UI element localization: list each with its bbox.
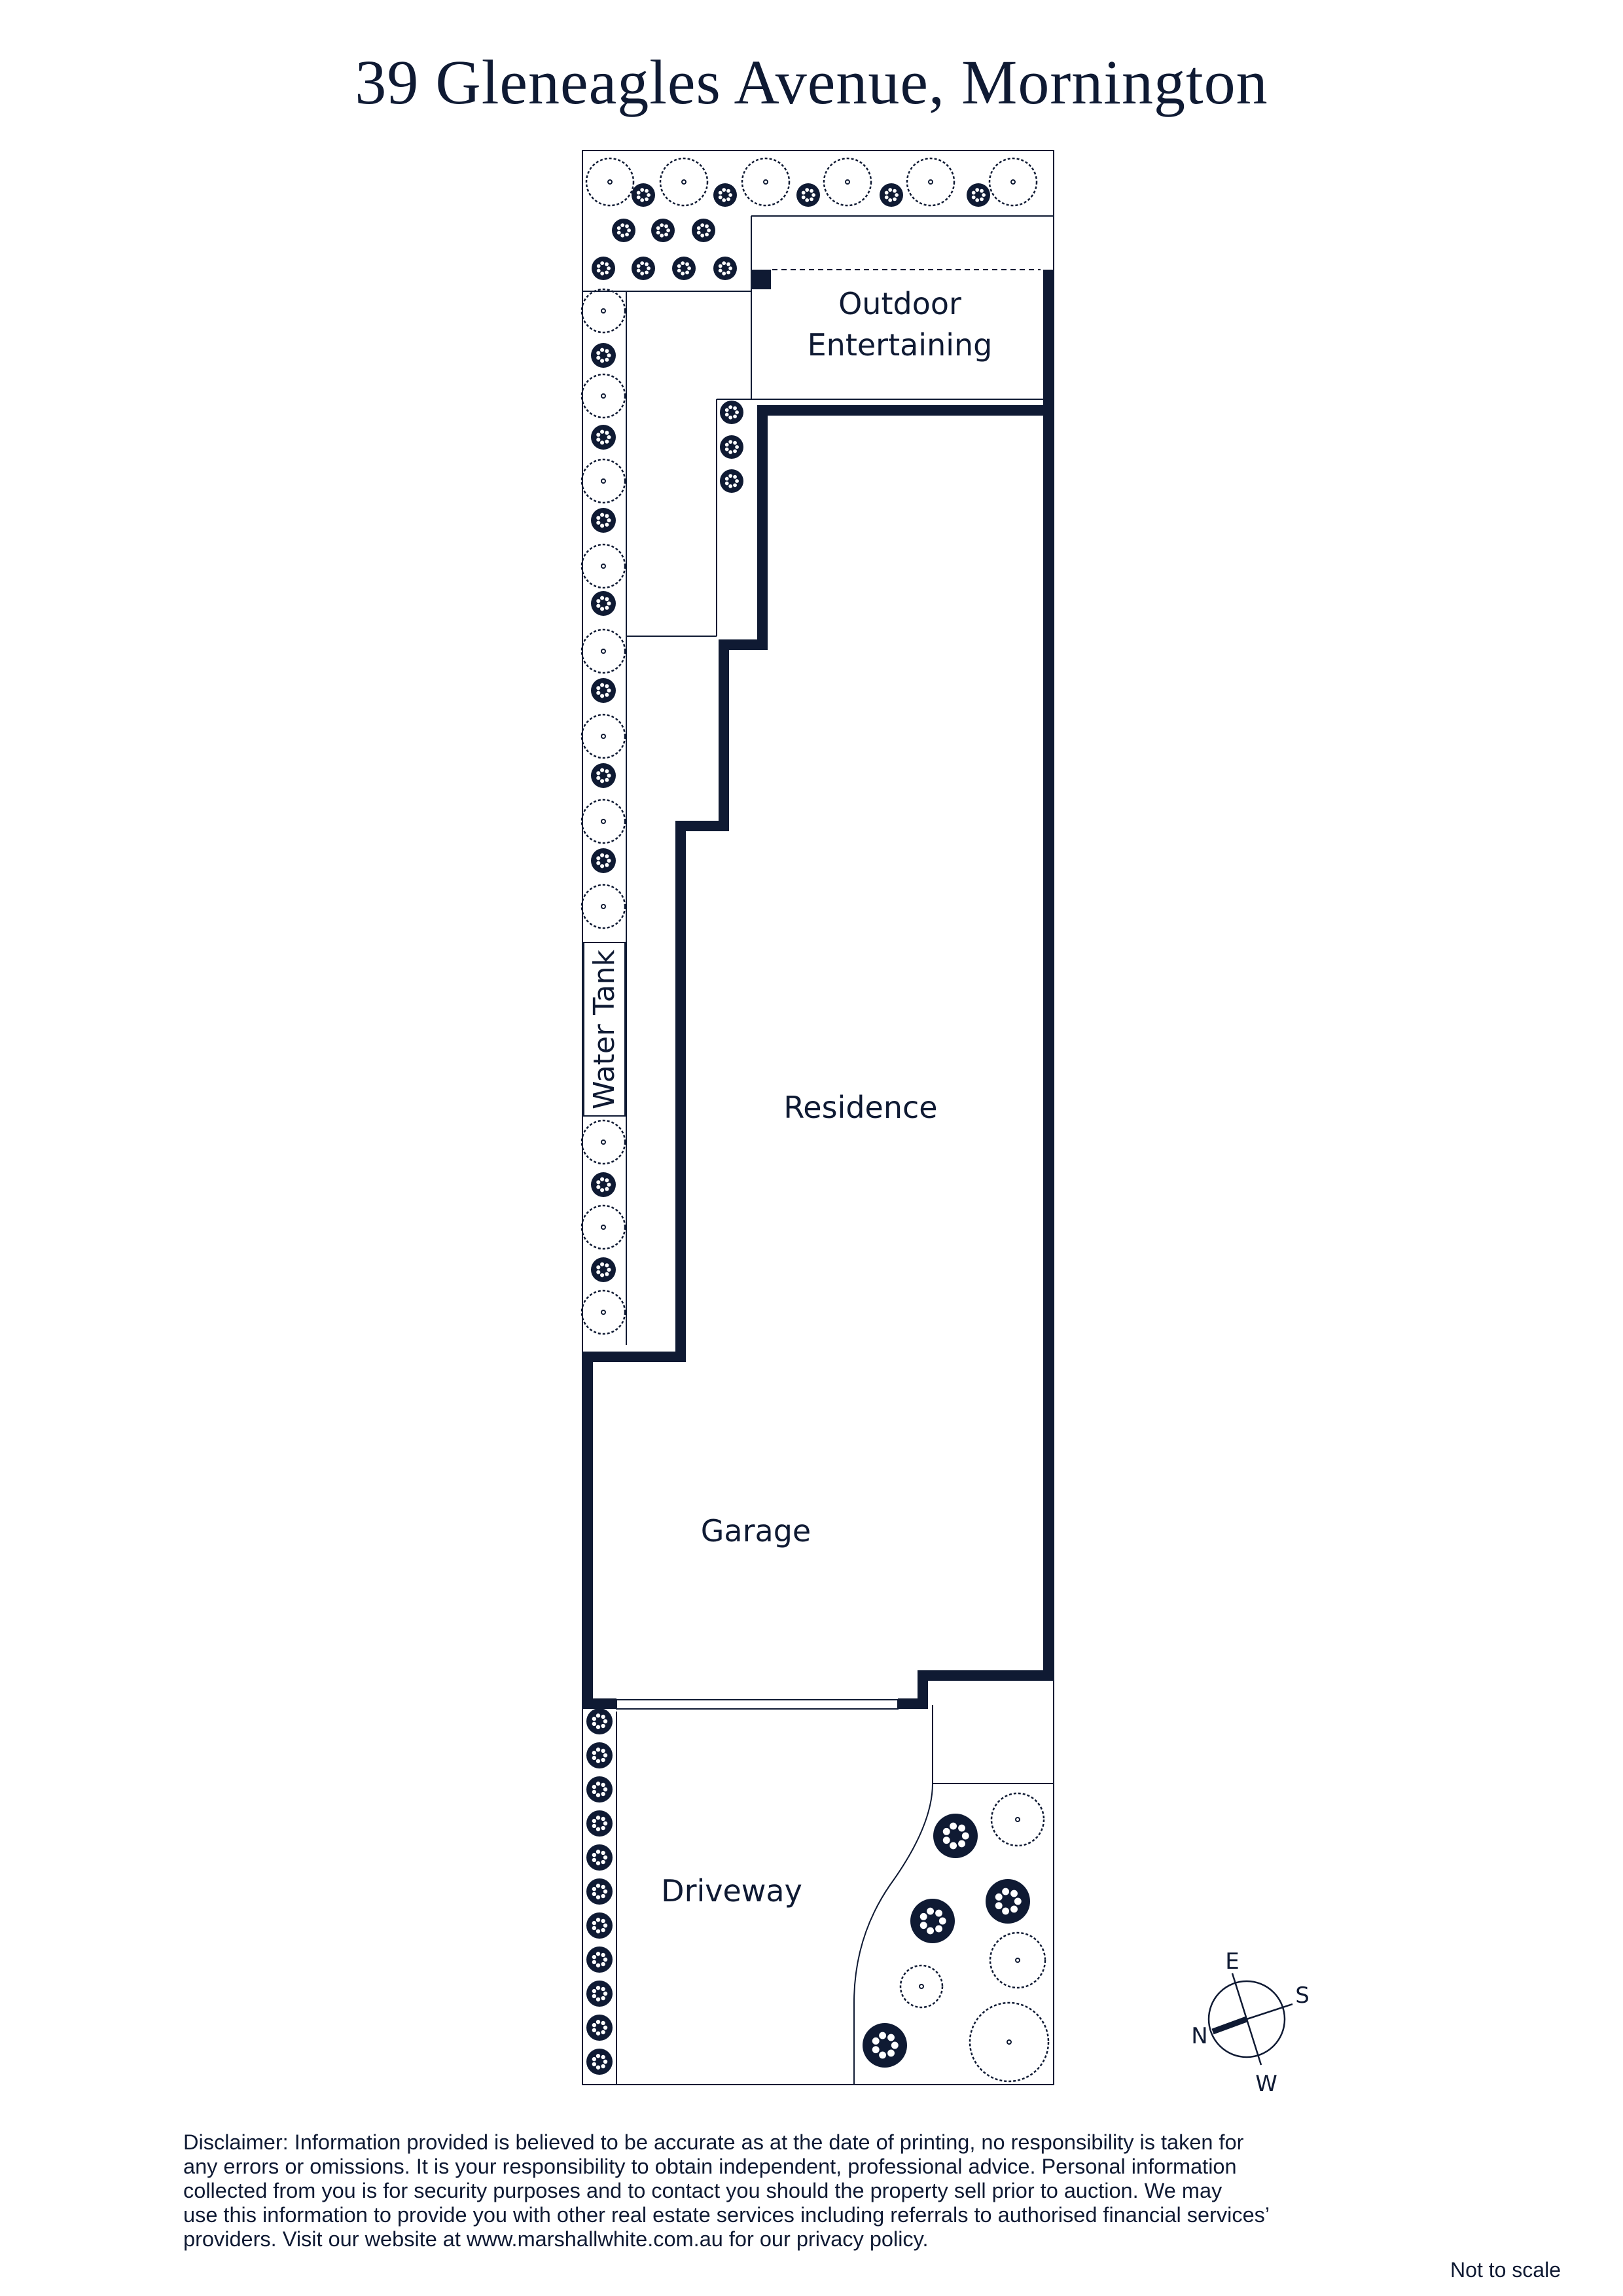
shrub-icon <box>910 1899 955 1943</box>
shrub-icon <box>880 183 903 207</box>
disclaimer-line: collected from you is for security purpo… <box>183 2179 1222 2202</box>
tree-icon <box>580 1119 626 1165</box>
shrub-icon <box>986 1879 1030 1924</box>
disclaimer-line: any errors or omissions. It is your resp… <box>183 2155 1237 2178</box>
shrub-icon <box>720 401 743 424</box>
shrub-icon <box>632 183 655 207</box>
shrub-icon <box>592 257 615 280</box>
disclaimer: Disclaimer: Information provided is beli… <box>183 2130 1400 2251</box>
tree-icon <box>580 458 626 504</box>
tree-icon <box>990 1792 1045 1847</box>
property-address-title: 39 Gleneagles Avenue, Mornington <box>355 47 1268 117</box>
shrub-icon <box>586 1742 613 1768</box>
shrub-icon <box>713 257 737 280</box>
shrub-icon <box>713 183 737 207</box>
tree-icon <box>823 157 872 207</box>
tree-icon <box>580 628 626 674</box>
shrub-icon <box>933 1814 978 1858</box>
tree-icon <box>580 798 626 844</box>
shrub-icon <box>591 508 616 533</box>
disclaimer-line: Disclaimer: Information provided is beli… <box>183 2130 1244 2154</box>
shrub-icon <box>632 257 655 280</box>
shrub-icon <box>612 219 635 242</box>
room-label-entertaining: Entertaining <box>808 327 993 363</box>
shrub-icon <box>720 435 743 459</box>
garage-door <box>616 1699 899 1710</box>
shrub-icon <box>591 1257 616 1282</box>
tree-icon <box>580 713 626 759</box>
shrub-icon <box>672 257 696 280</box>
room-label-garage: Garage <box>701 1513 811 1549</box>
shrub-icon <box>586 2015 613 2041</box>
tree-icon <box>659 157 709 207</box>
room-label-residence: Residence <box>783 1090 937 1125</box>
shrub-icon <box>967 183 990 207</box>
compass-label-w: W <box>1255 2071 1277 2097</box>
compass-label-e: E <box>1225 1948 1239 1975</box>
shrub-icon <box>720 469 743 493</box>
tree-icon <box>580 288 626 334</box>
shrub-icon <box>591 1172 616 1197</box>
water-tank <box>583 942 626 1117</box>
tree-icon <box>969 2001 1050 2083</box>
shrub-icon <box>692 219 715 242</box>
tree-icon <box>580 1204 626 1250</box>
shrub-icon <box>586 1810 613 1837</box>
shrub-icon <box>586 1708 613 1734</box>
shrub-icon <box>591 763 616 788</box>
shrub-icon <box>591 678 616 703</box>
shrub-icon <box>591 591 616 616</box>
disclaimer-line: use this information to provide you with… <box>183 2203 1270 2227</box>
tree-icon <box>580 373 626 419</box>
shrub-icon <box>586 1878 613 1905</box>
compass-label-s: S <box>1295 1982 1310 2009</box>
shrub-icon <box>591 425 616 450</box>
shrub-icon <box>796 183 820 207</box>
scale-note: Not to scale <box>1450 2258 1561 2282</box>
shrub-icon <box>591 343 616 368</box>
tree-icon <box>988 157 1038 207</box>
shrub-icon <box>586 1981 613 2007</box>
room-label-outdoor: Outdoor <box>838 286 961 321</box>
shrub-icon <box>586 2049 613 2075</box>
shrub-icon <box>651 219 675 242</box>
tree-icon <box>899 1964 944 2009</box>
compass-label-n: N <box>1191 2023 1207 2049</box>
north-arrow-compass: E S W N <box>1191 1948 1310 2097</box>
tree-icon <box>580 543 626 589</box>
tree-icon <box>906 157 955 207</box>
tree-icon <box>580 884 626 929</box>
tree-icon <box>989 1931 1046 1989</box>
shrub-icon <box>586 1776 613 1803</box>
room-label-driveway: Driveway <box>661 1873 802 1909</box>
shrub-icon <box>591 848 616 873</box>
tree-symbols <box>580 157 1050 2083</box>
shrub-icon <box>586 1844 613 1871</box>
shrub-icon <box>586 1946 613 1973</box>
shrub-symbols <box>586 183 1030 2075</box>
tree-icon <box>580 1289 626 1335</box>
room-label-water-tank: Water Tank <box>588 949 621 1109</box>
shrub-icon <box>863 2023 907 2068</box>
building-walls <box>582 270 1054 1709</box>
disclaimer-line: providers. Visit our website at www.mars… <box>183 2227 929 2251</box>
tree-icon <box>741 157 791 207</box>
shrub-icon <box>586 1912 613 1939</box>
tree-icon <box>585 157 635 207</box>
